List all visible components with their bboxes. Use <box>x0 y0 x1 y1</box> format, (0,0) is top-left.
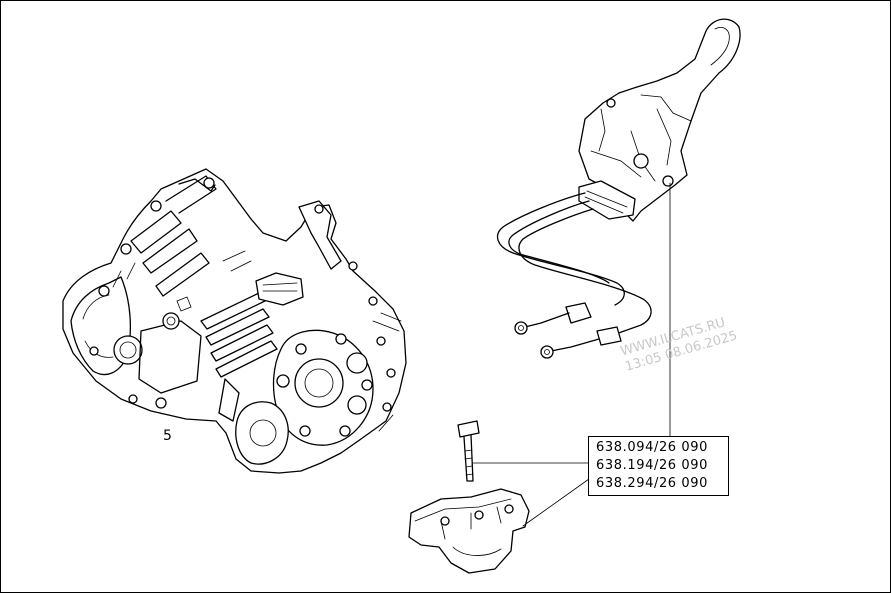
transmission-mount[interactable] <box>408 488 530 574</box>
leader-lines <box>472 182 671 527</box>
callout-label-5: 5 <box>163 428 172 444</box>
gear-shift-assembly[interactable] <box>496 18 741 359</box>
part-number-box[interactable]: 638.094/26 090 638.194/26 090 638.294/26… <box>588 436 729 496</box>
part-number-1[interactable]: 638.094/26 090 <box>596 440 709 455</box>
transmission-assembly[interactable] <box>62 168 407 474</box>
part-number-2[interactable]: 638.194/26 090 <box>596 458 709 473</box>
part-number-3[interactable]: 638.294/26 090 <box>596 476 709 491</box>
bolt[interactable] <box>457 420 480 482</box>
